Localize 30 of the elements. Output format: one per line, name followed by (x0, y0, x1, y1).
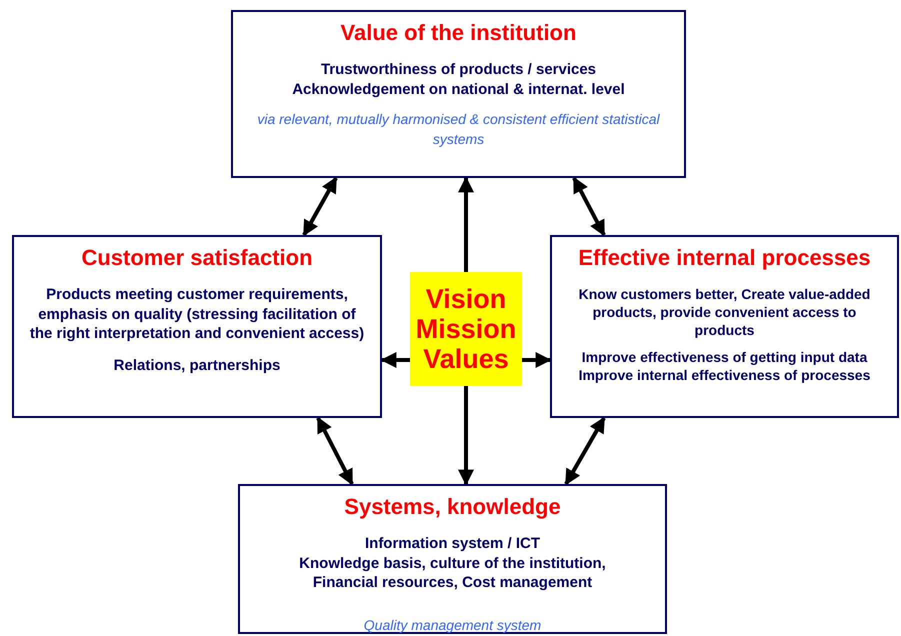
double-arrow (572, 176, 606, 236)
box-heading: Effective internal processes (578, 245, 871, 271)
perspective-box (231, 10, 686, 178)
arrow (380, 352, 410, 368)
box-heading: Systems, knowledge (344, 494, 561, 520)
box-heading: Customer satisfaction (81, 245, 313, 271)
double-arrow (302, 176, 338, 236)
box-text: Improve internal effectiveness of processes (578, 366, 870, 384)
double-arrow (564, 416, 606, 486)
center-label: Vision Mission Values (414, 284, 518, 374)
arrow (522, 352, 552, 368)
note-text: Quality management system (364, 616, 542, 635)
arrow (458, 176, 474, 272)
box-text: Relations, partnerships (114, 356, 280, 375)
double-arrow (316, 416, 354, 486)
box-text: Improve effectiveness of getting input data (582, 348, 868, 366)
center-box (410, 272, 522, 386)
box-text: Knowledge basis, culture of the institution, (299, 554, 606, 573)
box-text: Financial resources, Cost management (312, 573, 592, 592)
box-text: Information system / ICT (364, 534, 540, 554)
box-text: Products meeting customer requirements, emphasis on quality (stressing facilitation of the right interpretation and convenient access) (28, 285, 366, 344)
perspective-box (12, 235, 382, 418)
arrow (458, 386, 474, 486)
box-text: Trustworthiness of products / services (320, 60, 596, 80)
perspective-box (238, 484, 667, 634)
box-text: Acknowledgement on national & internat. level (292, 80, 625, 99)
perspective-box (550, 235, 899, 418)
box-text: Know customers better, Create value-added products, provide convenient access to products (578, 285, 872, 340)
note-text: via relevant, mutually harmonised & consistent efficient statistical systems (256, 110, 661, 150)
box-heading: Value of the institution (340, 20, 576, 46)
